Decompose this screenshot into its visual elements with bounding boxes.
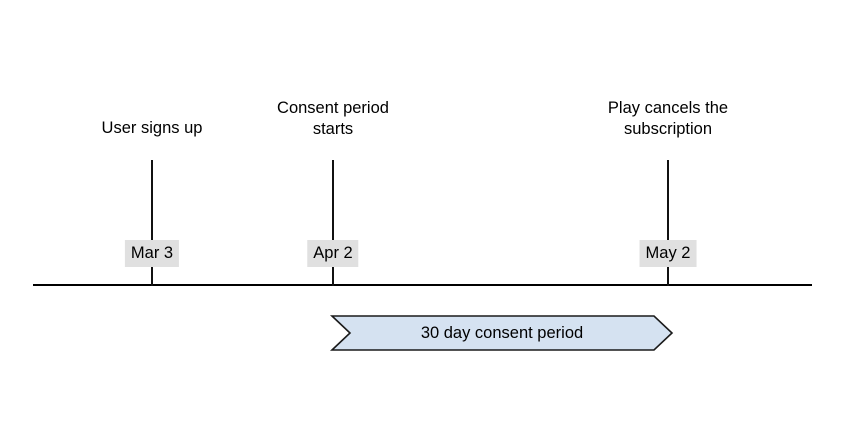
event-caption-signup: User signs up [101,119,203,137]
event-tick-signup [151,160,153,286]
event-tick-consent-start [332,160,334,286]
consent-period-banner[interactable]: 30 day consent period [329,315,674,351]
event-caption-play-cancels: Play cancels the subscription [607,99,729,138]
event-date-signup: Mar 3 [124,240,180,267]
event-caption-consent-start: Consent period starts [277,99,389,138]
event-date-play-cancels: May 2 [639,240,697,267]
chevron-arrow-icon [329,315,674,351]
event-tick-play-cancels [667,160,669,286]
timeline-axis [33,284,812,286]
chevron-arrow-shape [329,315,674,351]
event-date-consent-start: Apr 2 [307,240,359,267]
